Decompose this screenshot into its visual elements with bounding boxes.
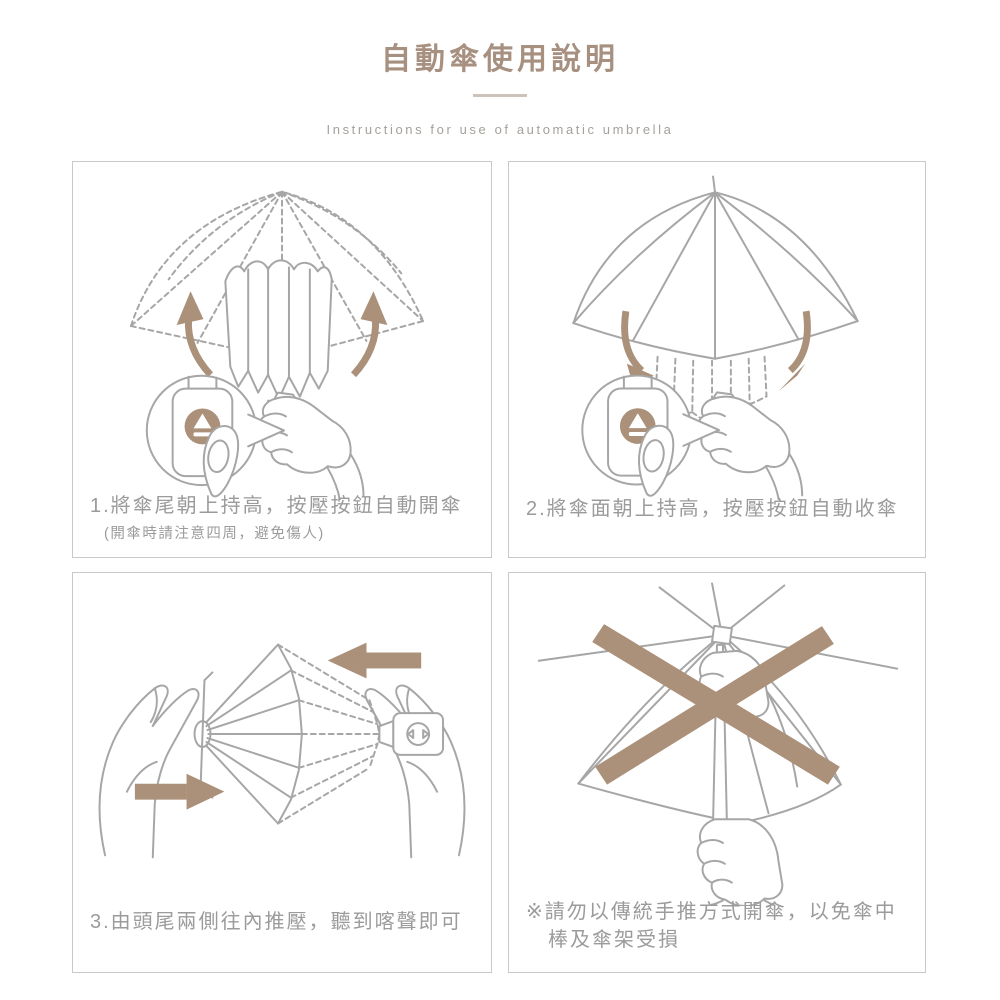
arrow-push-left xyxy=(327,642,422,679)
panel-caption: 3.由頭尾兩側往內推壓，聽到喀聲即可 xyxy=(90,908,483,936)
arrow-push-right xyxy=(134,773,225,810)
left-hand-pushing xyxy=(98,684,200,859)
open-canopy xyxy=(572,175,859,360)
page-title: 自動傘使用說明 xyxy=(381,43,619,76)
caption-text: 3.由頭尾兩側往內推壓，聽到喀聲即可 xyxy=(90,911,463,933)
auto-close-illustration xyxy=(572,175,859,500)
auto-open-illustration xyxy=(129,190,425,500)
caption-text-line1: ※請勿以傳統手推方式開傘，以免傘中 xyxy=(526,901,897,923)
panel-do-not-push-open: ※請勿以傳統手推方式開傘，以免傘中 棒及傘架受損 xyxy=(508,572,926,973)
caption-text: 2.將傘面朝上持高，按壓按鈕自動收傘 xyxy=(526,498,899,520)
curved-arrow-up-left xyxy=(176,291,214,378)
button-callout xyxy=(145,374,285,498)
right-hand-pushing xyxy=(364,684,466,859)
folded-umbrella-horizontal xyxy=(193,643,381,825)
caption-note: (開傘時請注意四周，避免傷人) xyxy=(104,526,325,542)
panel-caption: 2.將傘面朝上持高，按壓按鈕自動收傘 xyxy=(526,495,917,523)
prohibition-illustration xyxy=(537,582,899,906)
panel-auto-open: 1.將傘尾朝上持高，按壓按鈕自動開傘 (開傘時請注意四周，避免傷人) xyxy=(72,161,492,558)
umbrella-handle xyxy=(378,712,445,756)
caption-text-line2: 棒及傘架受損 xyxy=(548,929,680,951)
caption-text: 1.將傘尾朝上持高，按壓按鈕自動開傘 xyxy=(90,495,463,517)
hand-holding-tip xyxy=(697,391,804,500)
push-ends-illustration xyxy=(98,642,466,859)
panel-push-both-ends: 3.由頭尾兩側往內推壓，聽到喀聲即可 xyxy=(72,572,492,973)
button-callout xyxy=(581,374,720,497)
prohibition-x-mark xyxy=(592,624,840,785)
panel-caption: 1.將傘尾朝上持高，按壓按鈕自動開傘 (開傘時請注意四周，避免傷人) xyxy=(90,492,483,545)
folded-umbrella xyxy=(224,259,333,418)
curved-arrow-up-right xyxy=(350,291,388,378)
panel-caption: ※請勿以傳統手推方式開傘，以免傘中 棒及傘架受損 xyxy=(526,898,917,954)
title-divider xyxy=(473,94,527,97)
curved-arrow-down-right xyxy=(778,310,811,392)
hand-holding-tip xyxy=(258,391,365,500)
lower-hand-holding-handle xyxy=(696,818,784,906)
page-subtitle: Instructions for use of automatic umbrel… xyxy=(326,122,674,137)
panel-auto-close: 2.將傘面朝上持高，按壓按鈕自動收傘 xyxy=(508,161,926,558)
